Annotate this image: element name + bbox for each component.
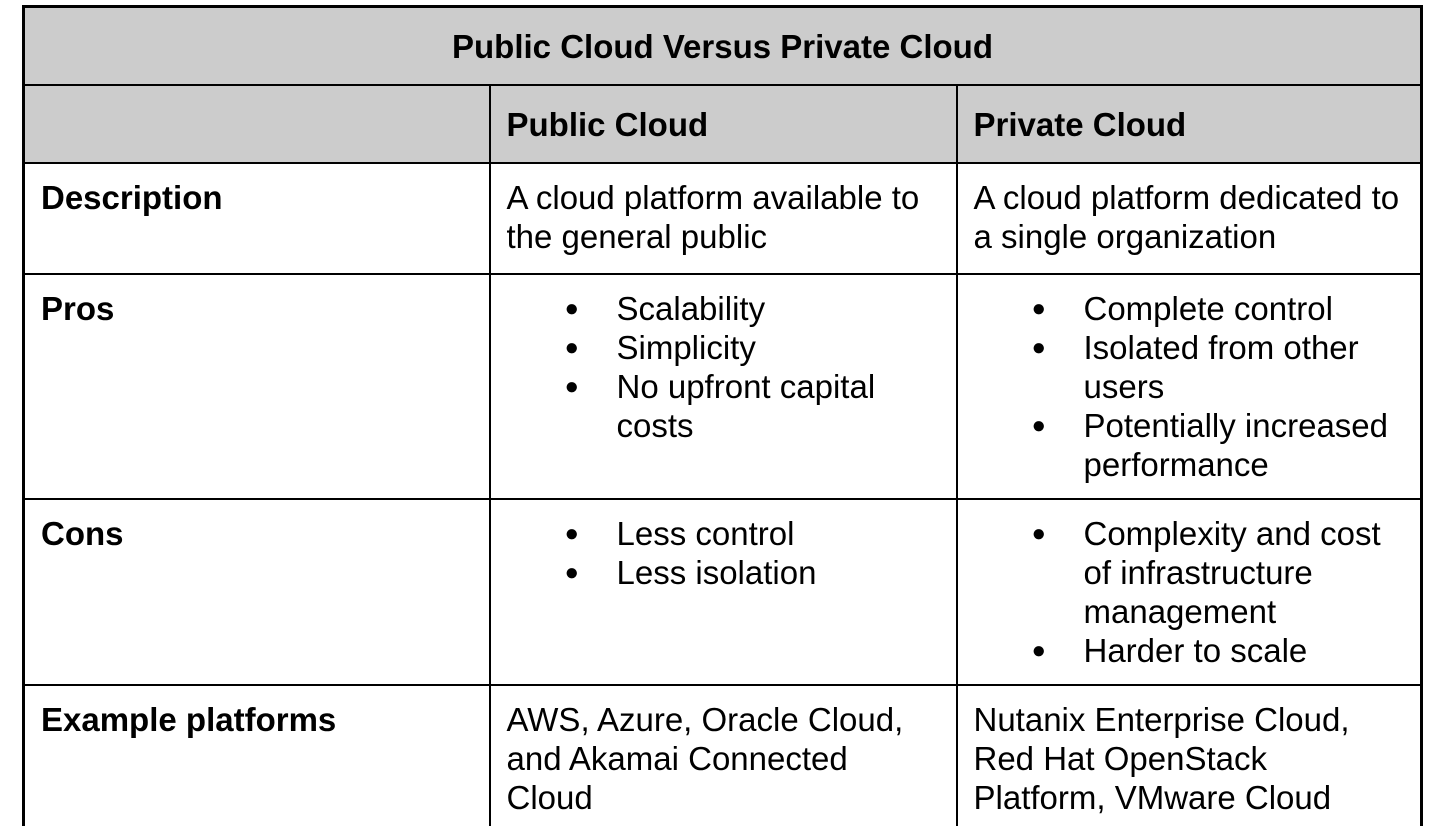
table-title: Public Cloud Versus Private Cloud <box>22 5 1423 86</box>
table-header-row: Public Cloud Private Cloud <box>22 84 1423 164</box>
list-item: Isolated from other users <box>974 328 1405 406</box>
pros-public-list: Scalability Simplicity No upfront capita… <box>507 289 940 445</box>
example-platforms-private-cell: Nutanix Enterprise Cloud, Red Hat OpenSt… <box>955 684 1423 826</box>
list-item: Complexity and cost of infrastructure ma… <box>974 514 1405 631</box>
list-item: Less control <box>507 514 940 553</box>
example-platforms-public-cell: AWS, Azure, Oracle Cloud, and Akamai Con… <box>488 684 958 826</box>
table-row-pros: Pros Scalability Simplicity No upfront c… <box>22 273 1423 500</box>
table-title-row: Public Cloud Versus Private Cloud <box>22 5 1423 86</box>
cons-public-list: Less control Less isolation <box>507 514 940 592</box>
row-label-cons: Cons <box>22 498 491 686</box>
table-row-cons: Cons Less control Less isolation Complex… <box>22 498 1423 686</box>
header-public-cloud: Public Cloud <box>488 84 958 164</box>
header-empty-cell <box>22 84 491 164</box>
cons-private-list: Complexity and cost of infrastructure ma… <box>974 514 1405 670</box>
pros-private-cell: Complete control Isolated from other use… <box>955 273 1423 500</box>
row-label-pros: Pros <box>22 273 491 500</box>
row-label-example-platforms: Example platforms <box>22 684 491 826</box>
description-public-cell: A cloud platform available to the genera… <box>488 162 958 275</box>
row-label-description: Description <box>22 162 491 275</box>
table-row-description: Description A cloud platform available t… <box>22 162 1423 275</box>
list-item: Less isolation <box>507 553 940 592</box>
cons-public-cell: Less control Less isolation <box>488 498 958 686</box>
pros-private-list: Complete control Isolated from other use… <box>974 289 1405 484</box>
comparison-table: Public Cloud Versus Private Cloud Public… <box>22 5 1424 826</box>
list-item: No upfront capital costs <box>507 367 940 445</box>
list-item: Simplicity <box>507 328 940 367</box>
description-private-cell: A cloud platform dedicated to a single o… <box>955 162 1423 275</box>
list-item: Potentially increased performance <box>974 406 1405 484</box>
table-row-example-platforms: Example platforms AWS, Azure, Oracle Clo… <box>22 684 1423 826</box>
header-private-cloud: Private Cloud <box>955 84 1423 164</box>
cons-private-cell: Complexity and cost of infrastructure ma… <box>955 498 1423 686</box>
list-item: Complete control <box>974 289 1405 328</box>
list-item: Harder to scale <box>974 631 1405 670</box>
list-item: Scalability <box>507 289 940 328</box>
pros-public-cell: Scalability Simplicity No upfront capita… <box>488 273 958 500</box>
